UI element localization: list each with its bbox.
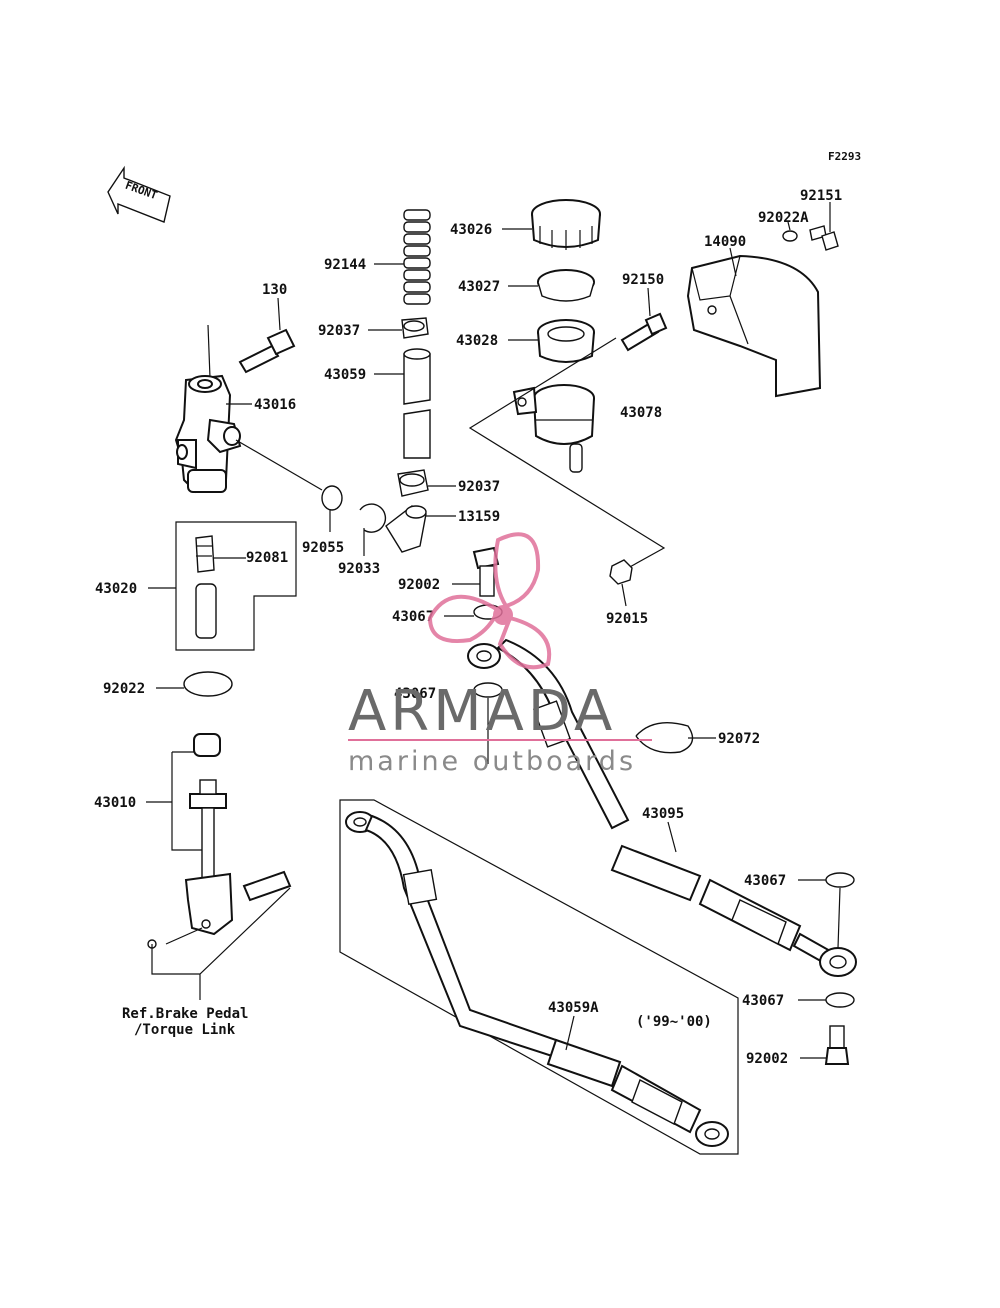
label-130: 130 [262,282,287,298]
snap-ring-92022 [183,671,233,697]
year-note: ('99~'00) [636,1014,712,1030]
reservoir-cap-43026 [531,199,601,250]
label-43067-b: 43067 [394,686,436,702]
label-92002-lower: 92002 [746,1051,788,1067]
ref-line-2: /Torque Link [134,1022,236,1038]
ref-line-1: Ref.Brake Pedal [122,1006,248,1022]
label-43067-a: 43067 [392,609,434,625]
o-ring-92055 [321,485,343,511]
clamp-92037-upper [401,317,429,339]
label-92033: 92033 [338,561,380,577]
clip-92072 [635,722,694,754]
label-92150: 92150 [622,272,664,288]
banjo-bolt-92002-lower [824,1025,850,1065]
label-14090: 14090 [704,234,746,250]
alt-hose-43059A-box [339,799,739,1155]
front-arrow-icon: FRONT [107,165,171,223]
hose-43059 [403,348,431,459]
plate-43027 [537,269,595,302]
label-43059A: 43059A [548,1000,599,1016]
label-92022A: 92022A [758,210,809,226]
label-43020: 43020 [95,581,137,597]
propeller-logo-icon [427,532,552,670]
spring-92144 [403,209,431,305]
bolt-130 [238,297,296,374]
nut-92015 [609,559,633,585]
label-43078: 43078 [620,405,662,421]
label-92022: 92022 [103,681,145,697]
label-92037-upper: 92037 [318,323,360,339]
reservoir-43078 [512,384,595,473]
label-43095: 43095 [642,806,684,822]
armada-watermark: ARMADA marine outboards [348,532,652,777]
brake-hose-43095 [467,638,857,977]
banjo-bolt-92002-upper [472,546,500,597]
label-13159: 13159 [458,509,500,525]
watermark-tagline: marine outboards [348,746,636,777]
circlip-92033 [359,503,387,533]
label-43010: 43010 [94,795,136,811]
washer-43067-d [825,992,855,1008]
label-43016: 43016 [254,397,296,413]
washer-92022A [782,230,798,242]
label-92144: 92144 [324,257,366,273]
bolt-92150 [620,312,668,352]
label-92055: 92055 [302,540,344,556]
label-43067-c: 43067 [744,873,786,889]
piston-kit-43020 [175,521,297,651]
label-92081: 92081 [246,550,288,566]
label-92002-upper: 92002 [398,577,440,593]
cover-14090 [686,254,822,398]
bolt-92151 [809,225,839,251]
washer-43067-b [473,682,503,698]
label-43059: 43059 [324,367,366,383]
diaphragm-43028 [537,319,595,363]
label-92151: 92151 [800,188,842,204]
washer-43067-c [825,872,855,888]
watermark-brand: ARMADA [348,679,616,744]
clamp-92037-lower [397,469,429,497]
master-cylinder [174,324,252,494]
label-43067-d: 43067 [742,993,784,1009]
label-92037-lower: 92037 [458,479,500,495]
figure-code: F2293 [828,150,861,163]
label-92015: 92015 [606,611,648,627]
label-92072: 92072 [718,731,760,747]
push-rod-43010 [147,733,292,949]
label-43027: 43027 [458,279,500,295]
label-43028: 43028 [456,333,498,349]
label-43026: 43026 [450,222,492,238]
fitting-13159 [385,505,427,553]
